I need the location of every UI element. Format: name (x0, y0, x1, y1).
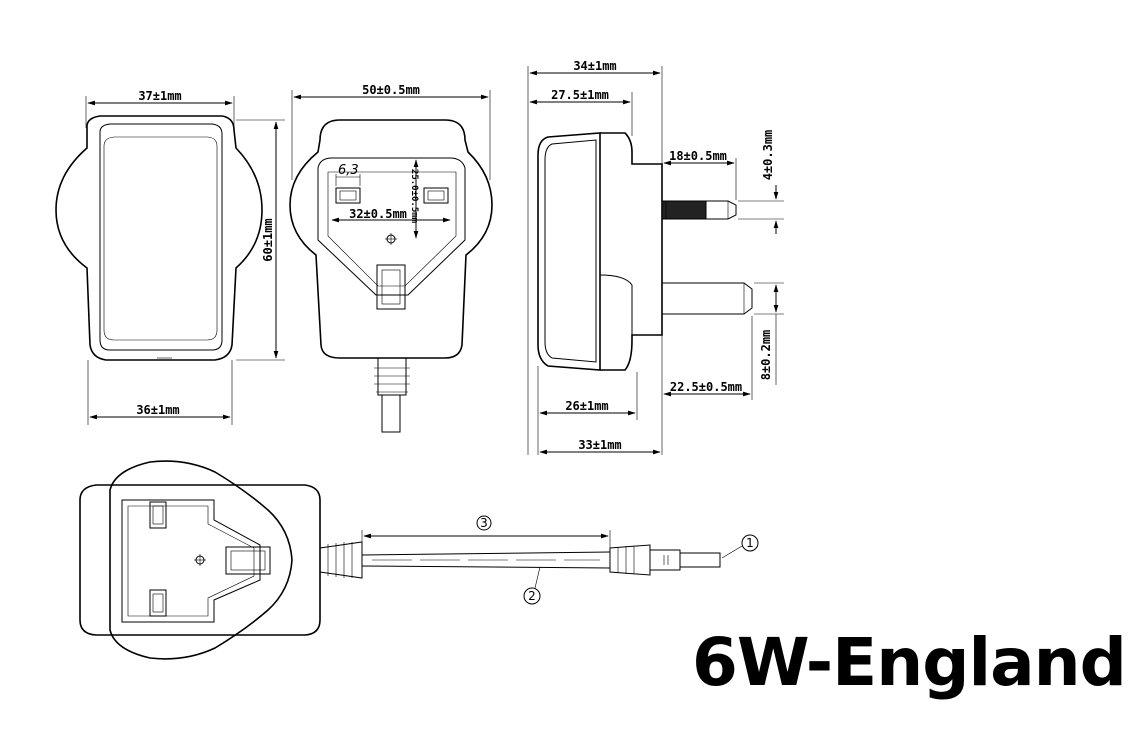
cable-pin-face-outline (109, 460, 293, 660)
side-dim-total: 34±1mm (573, 59, 616, 73)
cable-pin-face-inset (127, 505, 255, 617)
side-dim-earth-length: 22.5±0.5mm (670, 380, 742, 394)
side-dim-pin-thickness: 4±0.3mm (761, 130, 775, 181)
cable-wire (361, 551, 611, 569)
callout-1-leader (721, 545, 743, 559)
callout-1-circle (741, 534, 759, 552)
front-dim-bottom: 36±1mm (136, 403, 179, 417)
cable-earth-pin (225, 546, 271, 575)
model-title: 6W-England (692, 624, 1127, 701)
cable-strain-relief (319, 541, 363, 579)
callout-2: 2 (528, 589, 536, 603)
callout-1: 1 (746, 536, 754, 550)
front-dim-top: 37±1mm (138, 89, 181, 103)
side-view: 34±1mm 27.5±1mm 18±0.5mm 4±0.3mm 8±0.2mm… (527, 59, 784, 455)
side-dim-earth-dia: 8±0.2mm (759, 330, 773, 381)
cable-pin-face-inner (121, 499, 261, 623)
side-dim-base-total: 33±1mm (578, 438, 621, 452)
side-plug-base (600, 132, 663, 371)
back-earth-pin (376, 264, 406, 310)
back-live-pin (335, 187, 361, 204)
back-pin-face (317, 157, 466, 296)
side-body-outline (537, 132, 601, 371)
front-dim-height: 60±1mm (261, 218, 275, 261)
callout-2-leader (534, 566, 541, 589)
cable-view: 3 1 2 (79, 460, 759, 660)
side-dim-body: 27.5±1mm (551, 88, 609, 102)
front-body-outline (55, 115, 263, 361)
side-earth-pin (662, 282, 753, 315)
cable-neutral-pin (149, 589, 167, 617)
back-dim-pin-vertical: 25.0±0.5mm (409, 169, 419, 224)
side-dim-pin-length: 18±0.5mm (669, 149, 727, 163)
back-pin-face-inner (327, 171, 457, 287)
cable-live-pin (149, 501, 167, 529)
front-view: 37±1mm 60±1mm 36±1mm (55, 89, 285, 425)
side-body-face (544, 139, 597, 363)
cable-dc-connector (609, 544, 721, 576)
back-live-pin-inner (339, 190, 357, 201)
callout-3: 3 (480, 516, 488, 530)
back-cable-boot (374, 358, 410, 433)
front-face-inner (99, 123, 223, 351)
back-view: 50±0.5mm 6,3 32±0.5mm 25.0±0.5mm (289, 83, 493, 433)
callout-2-circle (523, 587, 541, 605)
back-dim-pin-span: 32±0.5mm (349, 207, 407, 221)
side-plug-step (599, 274, 633, 335)
side-live-pin (661, 200, 737, 220)
back-neutral-pin-inner (427, 190, 445, 201)
callout-3-circle (476, 515, 492, 531)
back-dim-width: 50±0.5mm (362, 83, 420, 97)
cable-body-outline (79, 484, 321, 636)
back-neutral-pin (423, 187, 449, 204)
back-dim-pin-width: 6,3 (338, 163, 359, 178)
back-earth-pin-inner (381, 269, 401, 305)
front-face-inset (103, 136, 218, 341)
side-dim-base: 26±1mm (565, 399, 608, 413)
back-body-outline (289, 119, 493, 359)
